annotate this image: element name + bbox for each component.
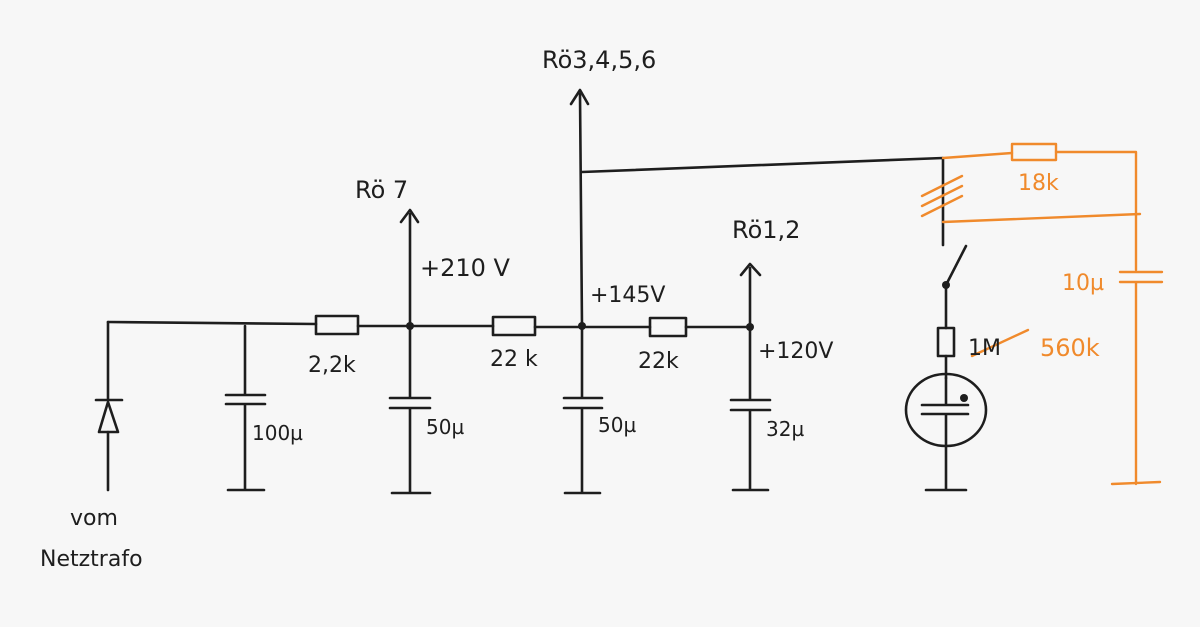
label-145v: +145V [590,283,665,308]
cut-mark [920,174,964,218]
label-1m: 1M [968,336,1001,361]
resistor-1m [936,326,956,358]
arrow-icon [399,208,420,224]
capacitor-10u [1110,270,1164,486]
label-210v: +210 V [420,254,511,282]
capacitors [224,324,772,495]
supply-line-ro3456 [578,92,584,328]
capacitor-50u-a [388,324,432,495]
label-22k-b: 22k [638,349,679,374]
label-32u: 32µ [766,417,804,441]
resistors [314,314,688,338]
label-50u-b: 50µ [598,413,636,437]
label-22k-a: 22 k [490,347,538,372]
resistor-2-2k [314,314,360,336]
orange-bypass-wire [941,150,1138,272]
arrow-icon [569,88,590,106]
modification-wiring [920,142,1164,486]
label-18k: 18k [1018,171,1059,196]
label-2-2k: 2,2k [308,353,356,378]
label-ro7: Rö 7 [355,176,408,204]
label-ro12: Rö1,2 [732,216,800,244]
orange-link-wire [941,212,1142,224]
capacitor-100u [224,324,267,492]
resistor-22k-b [648,316,688,338]
label-ro3456: Rö3,4,5,6 [542,46,656,74]
wiring [106,92,945,492]
strike-1m [970,328,1030,358]
resistor-18k [1010,142,1058,162]
label-50u-a: 50µ [426,415,464,439]
lamp-dot [960,394,968,402]
capacitor-50u-b [562,324,604,495]
arrows [399,88,762,277]
label-netztrafo: Netztrafo [40,547,143,572]
switch-branch [904,244,988,492]
switch-symbol [944,244,968,287]
arrow-icon [739,262,762,277]
label-560k: 560k [1040,334,1100,362]
label-120v: +120V [758,339,833,364]
labels: Rö3,4,5,6 Rö 7 Rö1,2 +210 V +145V +120V … [40,46,1104,572]
junction-dots [406,281,950,331]
capacitor-32u [729,325,772,492]
bus-wire [106,320,752,329]
diode-symbol [94,398,124,434]
label-vom: vom [70,506,118,531]
label-10u: 10µ [1062,271,1104,296]
label-100u: 100µ [252,421,303,445]
resistor-22k-a [491,315,537,337]
